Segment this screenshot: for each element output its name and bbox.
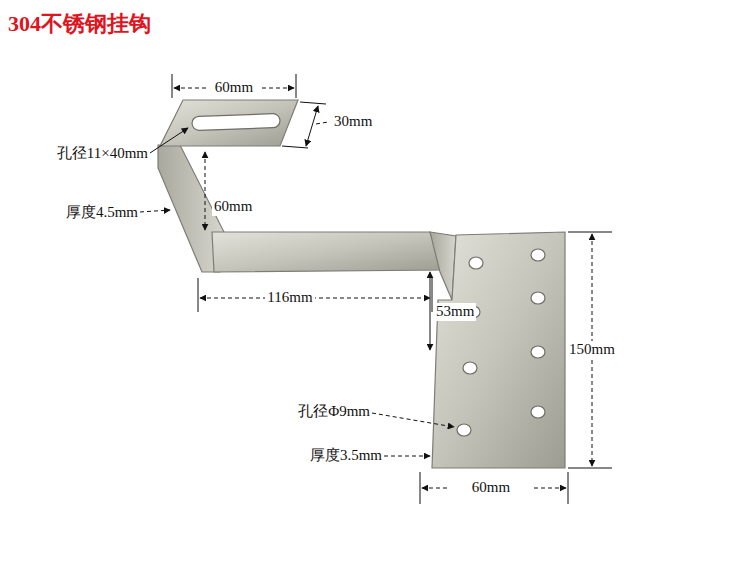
dimension-label: 厚度3.5mm [310,447,382,464]
hook-body [158,100,565,468]
dimension-label: 116mm [265,289,314,306]
dimension-label: 孔径11×40mm [57,145,148,162]
dimension-label: 孔径Φ9mm [298,403,370,420]
dimension-label: 60mm [212,198,254,215]
dimension-label: 150mm [567,341,617,358]
dimension-label: 30mm [332,113,374,130]
dimension-label: 60mm [213,79,255,96]
title: 304不锈钢挂钩 [8,11,151,36]
dimension-lines [140,74,612,504]
dimension-label: 53mm [434,303,476,320]
dimension-label: 60mm [470,479,512,496]
dimension-label: 厚度4.5mm [66,204,138,221]
